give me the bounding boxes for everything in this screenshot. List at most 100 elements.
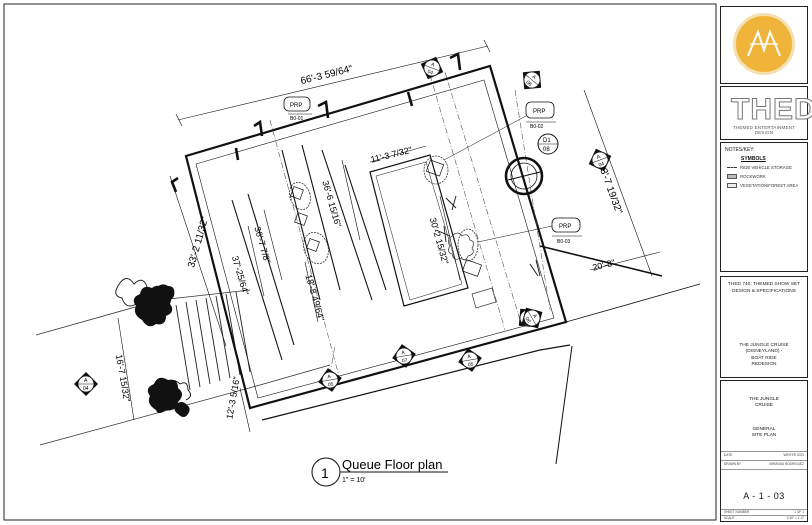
prp-callout-3[interactable]: PRP B0-03 xyxy=(477,217,582,245)
drawn-by-label: DRAWN BY xyxy=(724,462,742,466)
section-marker-bot: 06 xyxy=(524,316,532,324)
symbol-label: RIDE VEHICLE STORAGE xyxy=(740,165,792,170)
drawing-title: 1 Queue Floor plan 1" = 10' xyxy=(311,457,448,487)
section-marker-top: A xyxy=(430,62,436,69)
divider xyxy=(721,451,807,452)
drawing-scale: 1" = 10' xyxy=(342,477,365,484)
drawn-by-value: MIRANDA RODRIGUEZ xyxy=(769,462,804,466)
dash-line-icon xyxy=(727,167,737,168)
sheet-number-label: SHEET NUMBER xyxy=(724,510,750,514)
section-marker-divider xyxy=(462,358,478,362)
brand-letters: THED xyxy=(731,93,812,127)
divider xyxy=(721,515,807,516)
sheet-title-line: GENERAL xyxy=(752,427,776,432)
project-line: THE JUNGLE CRUISE xyxy=(739,343,789,348)
notes-panel: NOTES/KEY: SYMBOLS RIDE VEHICLE STORAGE … xyxy=(720,142,808,272)
dim-right-side: 53'-7 19/32" xyxy=(595,162,624,216)
prp-callout-1-label: PRP xyxy=(290,103,302,109)
section-marker-bot: 04 xyxy=(426,69,433,77)
detail-marker[interactable]: D1 08 xyxy=(537,133,559,155)
prp-callout-2-label: PRP xyxy=(533,109,545,115)
project-line: BOAT RIDE xyxy=(751,355,777,361)
sheet-title-line: CRUISE xyxy=(754,403,774,409)
section-marker-bot: 04 xyxy=(598,161,605,169)
section-marker-top: A xyxy=(401,350,406,357)
section-marker-divider xyxy=(527,310,537,326)
logo-panel xyxy=(720,6,808,84)
lower-fence xyxy=(261,344,571,421)
boat-channel xyxy=(369,154,469,307)
queue-rails xyxy=(231,144,387,361)
sheet-title-secondary: GENERAL SITE PLAN xyxy=(725,427,803,440)
section-marker-top: A xyxy=(84,378,88,384)
rockwork xyxy=(448,232,497,309)
vehicle-marks xyxy=(290,159,483,277)
symbol-label: ROCKWORK xyxy=(740,174,766,179)
section-marker-top: A xyxy=(467,354,472,361)
divider xyxy=(721,469,807,470)
section-marker-divider xyxy=(525,74,539,86)
divider xyxy=(721,509,807,510)
ride-vehicle-storage xyxy=(289,155,479,265)
section-marker-divider xyxy=(396,354,412,358)
walkway-path xyxy=(35,289,331,446)
section-marker[interactable]: A07 xyxy=(390,342,418,370)
date-label: DATE xyxy=(724,453,733,457)
sheet-title-line: SITE PLAN xyxy=(751,433,777,439)
project-name: THE JUNGLE CRUISE (DISNEYLAND) - BOAT RI… xyxy=(725,343,803,369)
prp-callout-2-ref: B0-02 xyxy=(530,124,544,130)
section-marker[interactable]: A06 xyxy=(516,302,549,335)
section-marker[interactable]: A05 xyxy=(316,366,344,394)
section-marker-top: A xyxy=(327,374,332,381)
section-marker-bot: 05 xyxy=(467,361,474,368)
project-line: REDESIGN xyxy=(751,362,777,368)
tree-cluster xyxy=(133,284,190,417)
section-marker[interactable]: A04 xyxy=(585,145,616,176)
prp-callout-1[interactable]: PRP B0-01 xyxy=(283,96,312,122)
section-marker-bot: 04 xyxy=(83,386,89,392)
prp-callout-2[interactable]: PRP B0-02 xyxy=(443,101,556,161)
thed-logo-icon xyxy=(733,13,795,75)
section-marker-top: A xyxy=(531,313,538,319)
symbol-row: VEGETATION/FOREST AREA xyxy=(727,183,798,188)
sheet-panel: THE JUNGLE CRUISE GENERAL SITE PLAN DATE… xyxy=(720,380,808,522)
detail-marker-top: D1 xyxy=(543,138,551,144)
vegetation-swatch-icon xyxy=(727,183,737,188)
dim-interior-b: 37'-25/64" xyxy=(230,255,251,297)
section-marker-divider xyxy=(592,157,608,163)
section-marker[interactable]: A04 xyxy=(417,53,448,84)
section-marker-bot: 07 xyxy=(401,357,408,364)
section-marker-divider xyxy=(424,65,440,71)
date-value: WINTER 2023 xyxy=(783,453,804,457)
dim-bottom-walk: 12'-3 5/16" xyxy=(224,376,241,420)
sheet-title-primary: THE JUNGLE CRUISE xyxy=(725,397,803,410)
symbol-row: RIDE VEHICLE STORAGE xyxy=(727,165,792,170)
prp-callout-1-ref: B0-01 xyxy=(290,116,304,122)
dim-interior-d: 18'-8 49/64" xyxy=(304,273,327,322)
sheet-number-value: 1 OF 1 xyxy=(794,510,804,514)
brand-panel: THED THEMED ENTERTAINMENT DESIGN xyxy=(720,86,812,140)
dim-top-overall: 66'-3 59/64" xyxy=(300,63,355,87)
divider xyxy=(721,460,807,461)
drawing-title-text: Queue Floor plan xyxy=(342,457,442,472)
section-marker-divider xyxy=(322,378,338,382)
drawing-title-number: 1 xyxy=(321,465,329,481)
tree-outline xyxy=(115,195,541,401)
dim-center-length: 30'-2 15/32" xyxy=(428,216,451,265)
section-marker[interactable]: A 04 xyxy=(74,372,98,396)
section-marker[interactable]: A05 xyxy=(456,346,484,374)
section-marker-top: A xyxy=(596,154,602,161)
course-title: THED 740: THEMED SHOW SET DESIGN & SPECI… xyxy=(727,282,801,294)
symbol-row: ROCKWORK xyxy=(727,174,766,179)
prp-callout-3-label: PRP xyxy=(559,224,571,230)
section-markers: A04A04A04A06A07A06A05A05A06 xyxy=(74,53,616,396)
section-marker-top: A xyxy=(530,74,537,81)
course-panel: THED 740: THEMED SHOW SET DESIGN & SPECI… xyxy=(720,276,808,378)
detail-marker-bot: 08 xyxy=(543,147,550,153)
sheet-title-line: THE JUNGLE xyxy=(749,397,779,402)
section-marker-bot: 05 xyxy=(327,381,334,388)
section-marker[interactable]: A06 xyxy=(515,63,549,97)
symbol-label: VEGETATION/FOREST AREA xyxy=(740,183,799,188)
